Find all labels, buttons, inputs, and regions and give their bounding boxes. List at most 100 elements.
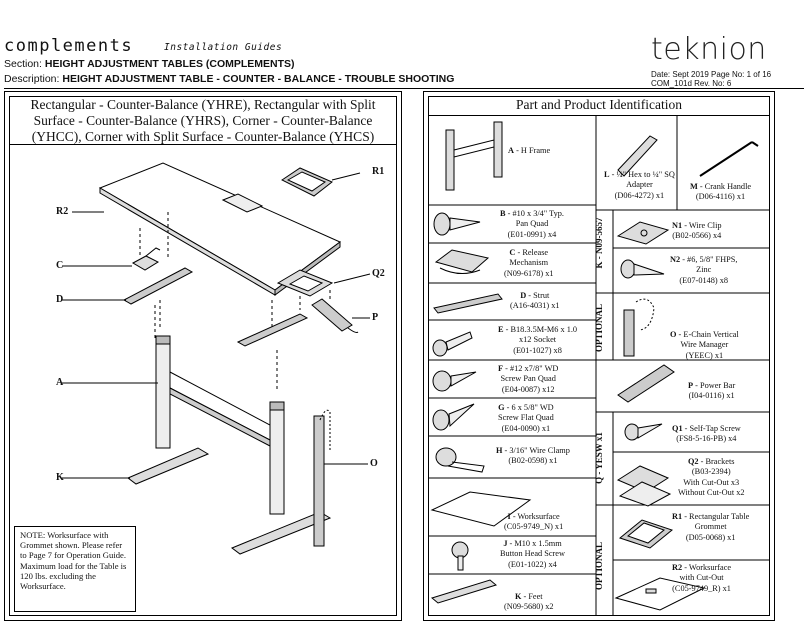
label-d: D [56,294,64,305]
part-d-icon [433,293,503,314]
power-bar-drawing [311,298,359,333]
part-e-line2: x12 Socket [518,335,557,345]
section-value: HEIGHT ADJUSTMENT TABLES (COMPLEMENTS) [44,58,295,70]
part-e-icon [432,331,473,357]
part-m-icon [699,141,759,177]
part-q1-icon [624,423,663,441]
part-d-line2: (A16-4031) x1 [510,301,560,311]
part-e-line3: (E01-1027) x8 [513,345,562,355]
part-p-line2: (I04-0116) x1 [688,391,735,401]
part-n1-text: N1 - Wire Clip(B02-0566) x4 [672,221,722,242]
part-l-icon [617,135,658,177]
part-l-line2: Adapter [626,180,653,190]
meta-doc-rev: COM_101d Rev. No: 6 [651,79,732,88]
group-optional-2-label: OPTIONAL [594,542,604,591]
part-q2-line3: With Cut-Out x3 [683,477,740,487]
part-m-desc: - Crank Handle [697,182,752,191]
part-r1-desc: - Rectangular Table [682,512,750,521]
part-e-desc: - B18.3.5M-M6 x 1.0 [503,325,578,334]
part-c-code: C [509,248,516,257]
part-o-desc: - E-Chain Vertical [676,330,739,339]
part-d-desc: - Strut [526,291,550,300]
part-p-icon [617,364,675,403]
group-optional-1-label: OPTIONAL [594,304,604,353]
part-q1-code: Q1 [672,424,683,433]
part-h-desc: - 3/16" Wire Clamp [502,446,570,455]
part-a-text: A - H Frame [508,146,550,156]
part-o-code: O [670,330,677,339]
label-a: A [56,377,64,388]
description-line: Description: HEIGHT ADJUSTMENT TABLE - C… [4,73,454,85]
part-r2-code: R2 [672,563,683,572]
part-n2-line2: Zinc [696,265,712,275]
right-panel-inner [428,96,770,616]
part-a-desc: - H Frame [514,146,551,155]
part-g-desc: - 6 x 5/8" WD [504,403,554,412]
part-q2-code: Q2 [687,457,699,466]
operation-note: NOTE: Worksurface with Grommet shown. Pl… [14,526,136,612]
part-d-code: D [520,291,527,300]
section-prefix: Section: [4,58,42,70]
teknion-logo: teknion [651,32,767,67]
part-g-line3: (E04-0090) x1 [501,423,551,433]
part-k-code: K [514,592,522,601]
part-f-line2: Screw Pan Quad [500,374,556,384]
label-c: C [56,260,64,271]
part-r1-line3: (D05-0068) x1 [685,532,736,542]
part-i-icon [430,491,532,527]
label-q2: Q2 [372,268,385,279]
e-chain-drawing [313,409,331,547]
part-o-line2: Wire Manager [680,340,729,350]
part-i-line2: (C05-9749_N) x1 [504,522,564,532]
section-line: Section: HEIGHT ADJUSTMENT TABLES (COMPL… [4,58,295,70]
part-n1-icon [616,221,670,245]
part-a-code: A [508,146,514,155]
left-panel-outer [4,91,402,621]
part-a-icon [445,121,503,191]
part-j-code: J [503,539,508,548]
grommet-cutout [221,193,264,213]
part-n2-desc: - #6, 5/8" FHPS, [680,255,738,264]
part-h-line2: (B02-0598) x1 [508,456,558,466]
part-h-text: H - 3/16" Wire Clamp(B02-0598) x1 [496,446,570,467]
meta-date-page: Date: Sept 2019 Page No: 1 of 16 [651,70,772,79]
part-j-line3: (E01-1022) x4 [508,559,557,569]
label-r1: R1 [372,166,385,177]
part-n2-text: N2 - #6, 5/8" FHPS,Zinc(E07-0148) x8 [670,255,737,286]
part-i-code: I [507,512,511,521]
part-b-line2: Pan Quad [515,219,549,229]
part-l-desc: - ¼" Hex to ¼" SQ [609,170,675,179]
strut-drawing [122,267,194,305]
part-o-line3: (YEEC) x1 [685,350,724,360]
label-r2: R2 [56,206,69,217]
part-f-desc: - #12 x7/8" WD [503,364,559,373]
part-o-icon [623,298,655,357]
part-b-code: B [500,209,506,218]
part-g-line2: Screw Flat Quad [498,413,554,423]
part-j-icon [451,541,469,571]
part-e-code: E [498,325,504,334]
grommet-drawing [281,167,333,197]
part-q2-line4: Without Cut-Out x2 [678,487,745,497]
part-j-desc: - M10 x 1.5mm [507,539,562,548]
part-l-line3: (D06-4272) x1 [614,190,665,200]
part-q2-icon [616,465,672,507]
feet-drawing [127,447,332,555]
label-o: O [370,458,378,469]
part-r2-line3: (C05-9749_R) x1 [672,583,731,593]
strut-drawing-2 [236,313,309,347]
right-panel-title: Part and Product Identification [429,95,769,116]
left-panel-title: Rectangular - Counter-Balance (YHRE), Re… [10,97,396,145]
part-d-text: D - Strut(A16-4031) x1 [510,291,560,312]
part-c-icon [434,249,490,274]
part-j-line2: Button Head Screw [500,549,565,559]
part-h-code: H [496,446,503,455]
part-p-text: P - Power Bar(I04-0116) x1 [688,381,735,402]
part-n1-desc: - Wire Clip [682,221,722,230]
